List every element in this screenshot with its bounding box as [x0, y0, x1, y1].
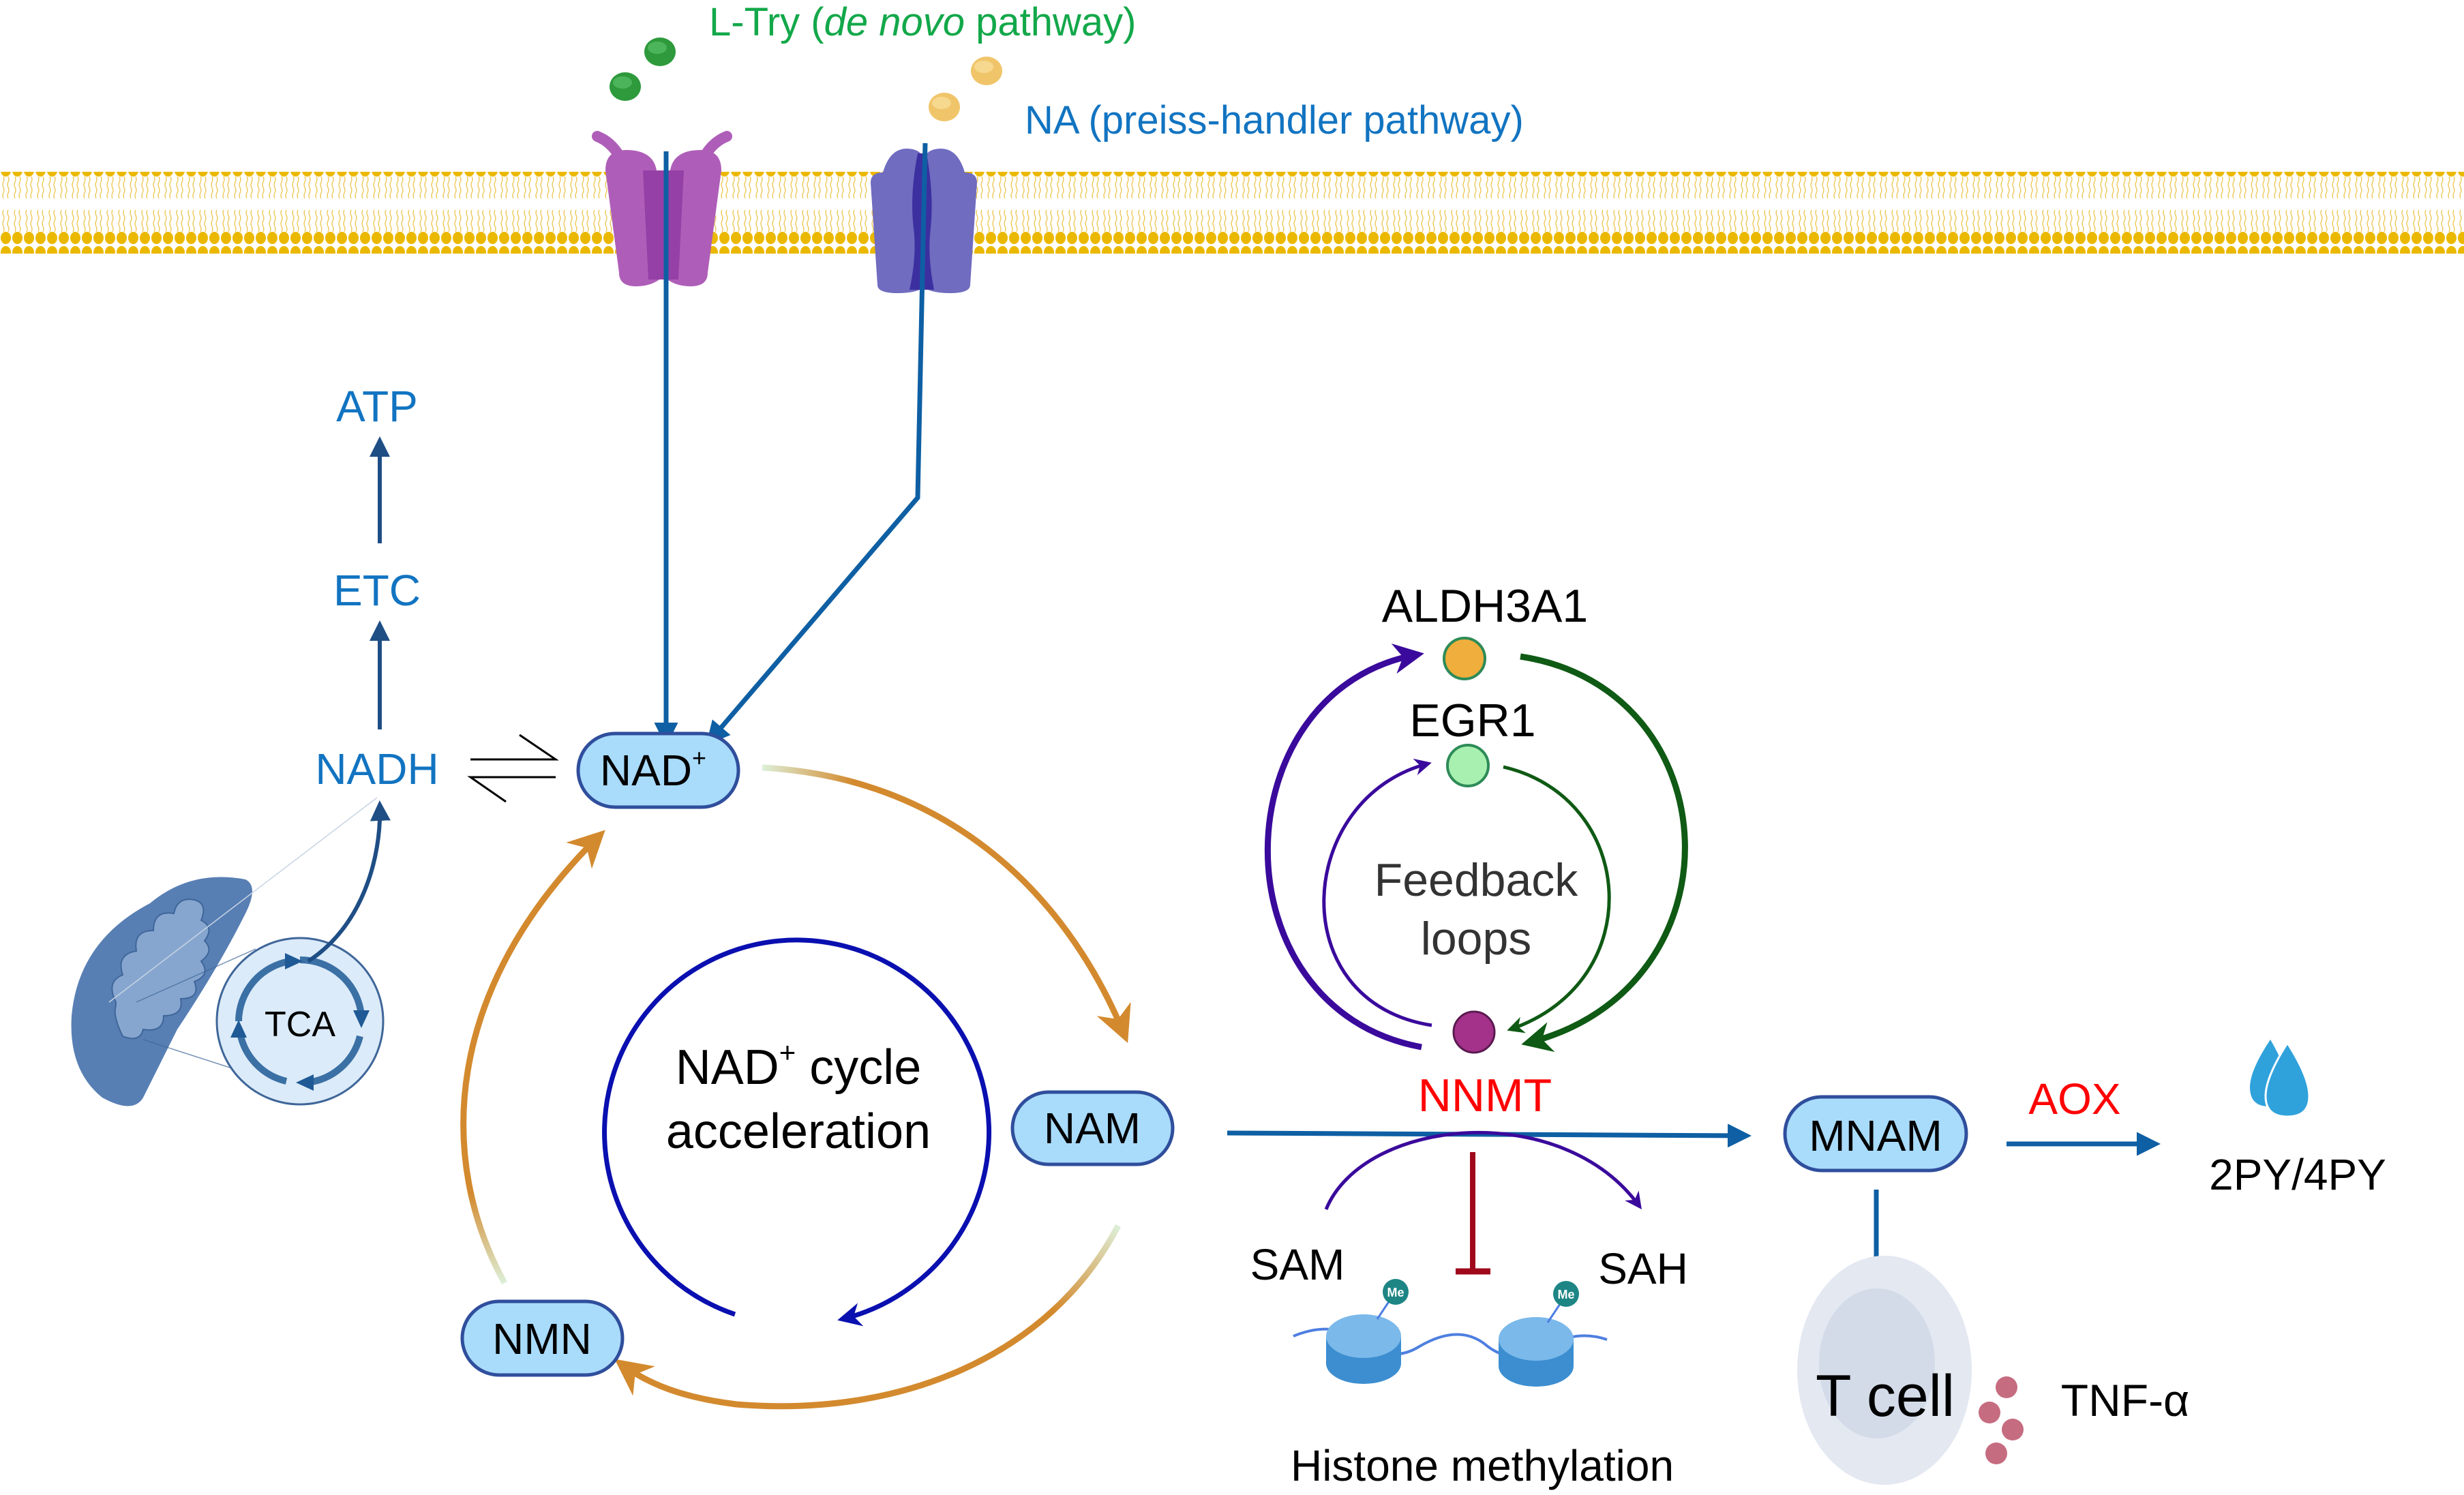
tca-label: TCA — [265, 1005, 335, 1044]
svg-text:Me: Me — [1557, 1288, 1574, 1301]
sah-label: SAH — [1598, 1244, 1688, 1293]
na-pathway-label: NA (preiss-handler pathway) — [1025, 98, 1524, 142]
tca-to-nadh-arrow — [307, 800, 391, 963]
ltry-transporter-icon — [592, 131, 732, 286]
sam-label: SAM — [1250, 1240, 1345, 1289]
nam-node[interactable]: NAM — [1010, 1090, 1175, 1166]
feedback-label-line1: Feedback — [1374, 854, 1579, 906]
nam-to-nmn-arrow — [614, 1224, 1121, 1410]
inhibition-bar-icon — [1456, 1152, 1490, 1275]
svg-text:NAD+: NAD+ — [600, 744, 706, 795]
equilibrium-arrows-icon — [467, 734, 559, 803]
egr1-label: EGR1 — [1409, 695, 1535, 746]
cell-membrane — [0, 172, 2464, 254]
nad-to-nam-arrow — [762, 764, 1131, 1043]
products-label: 2PY/4PY — [2209, 1150, 2386, 1199]
aldh3a1-to-nnmt-arrow — [1520, 653, 1688, 1053]
nmn-to-nad-arrow — [460, 830, 605, 1285]
svg-text:NAM: NAM — [1044, 1104, 1141, 1153]
svg-text:NMN: NMN — [492, 1314, 592, 1363]
nnmt-label: NNMT — [1418, 1070, 1552, 1121]
na-to-nad-arrow — [706, 142, 928, 746]
cycle-center-line2: acceleration — [666, 1104, 931, 1159]
sam-to-sah-arrow — [1324, 1130, 1642, 1210]
nucleosome-icon: Me Me — [1293, 1279, 1608, 1387]
ltry-molecules-icon — [610, 37, 676, 101]
svg-text:MNAM: MNAM — [1809, 1111, 1942, 1160]
mitochondrion-icon — [71, 797, 378, 1106]
tnf-alpha-label: TNF-α — [2061, 1375, 2189, 1425]
cycle-acceleration-arrow — [602, 937, 992, 1327]
nadh-label: NADH — [315, 744, 438, 794]
egr1-to-nnmt-arrow — [1503, 765, 1611, 1033]
histone-methylation-label: Histone methylation — [1291, 1441, 1674, 1490]
svg-text:Me: Me — [1387, 1286, 1404, 1299]
nmn-node[interactable]: NMN — [460, 1299, 625, 1377]
na-molecules-icon — [929, 57, 1002, 121]
mnam-node[interactable]: MNAM — [1783, 1095, 1968, 1173]
nnmt-to-aldh3a1-arrow — [1265, 644, 1424, 1051]
nnmt-node-icon — [1452, 1010, 1496, 1054]
tca-cycle-icon: TCA — [215, 937, 385, 1106]
feedback-label-line2: loops — [1421, 913, 1532, 965]
tcell-label: T cell — [1816, 1363, 1955, 1429]
water-drops-icon — [2250, 1040, 2311, 1118]
aldh3a1-label: ALDH3A1 — [1382, 580, 1588, 632]
etc-label: ETC — [333, 566, 421, 615]
atp-label: ATP — [336, 382, 418, 431]
nnmt-to-egr1-arrow — [1322, 758, 1432, 1027]
t-cell-icon — [1797, 1256, 1972, 1485]
cycle-center-line1: NAD+ cycle — [676, 1036, 922, 1095]
aox-label: AOX — [2028, 1074, 2120, 1123]
aldh3a1-node-icon — [1443, 637, 1486, 680]
nad-plus-node[interactable]: NAD+ — [576, 731, 740, 809]
tnf-alpha-particles-icon — [1979, 1376, 2024, 1464]
egr1-node-icon — [1446, 744, 1490, 787]
ltry-pathway-label: L-Try (de novo pathway) — [709, 0, 1136, 44]
